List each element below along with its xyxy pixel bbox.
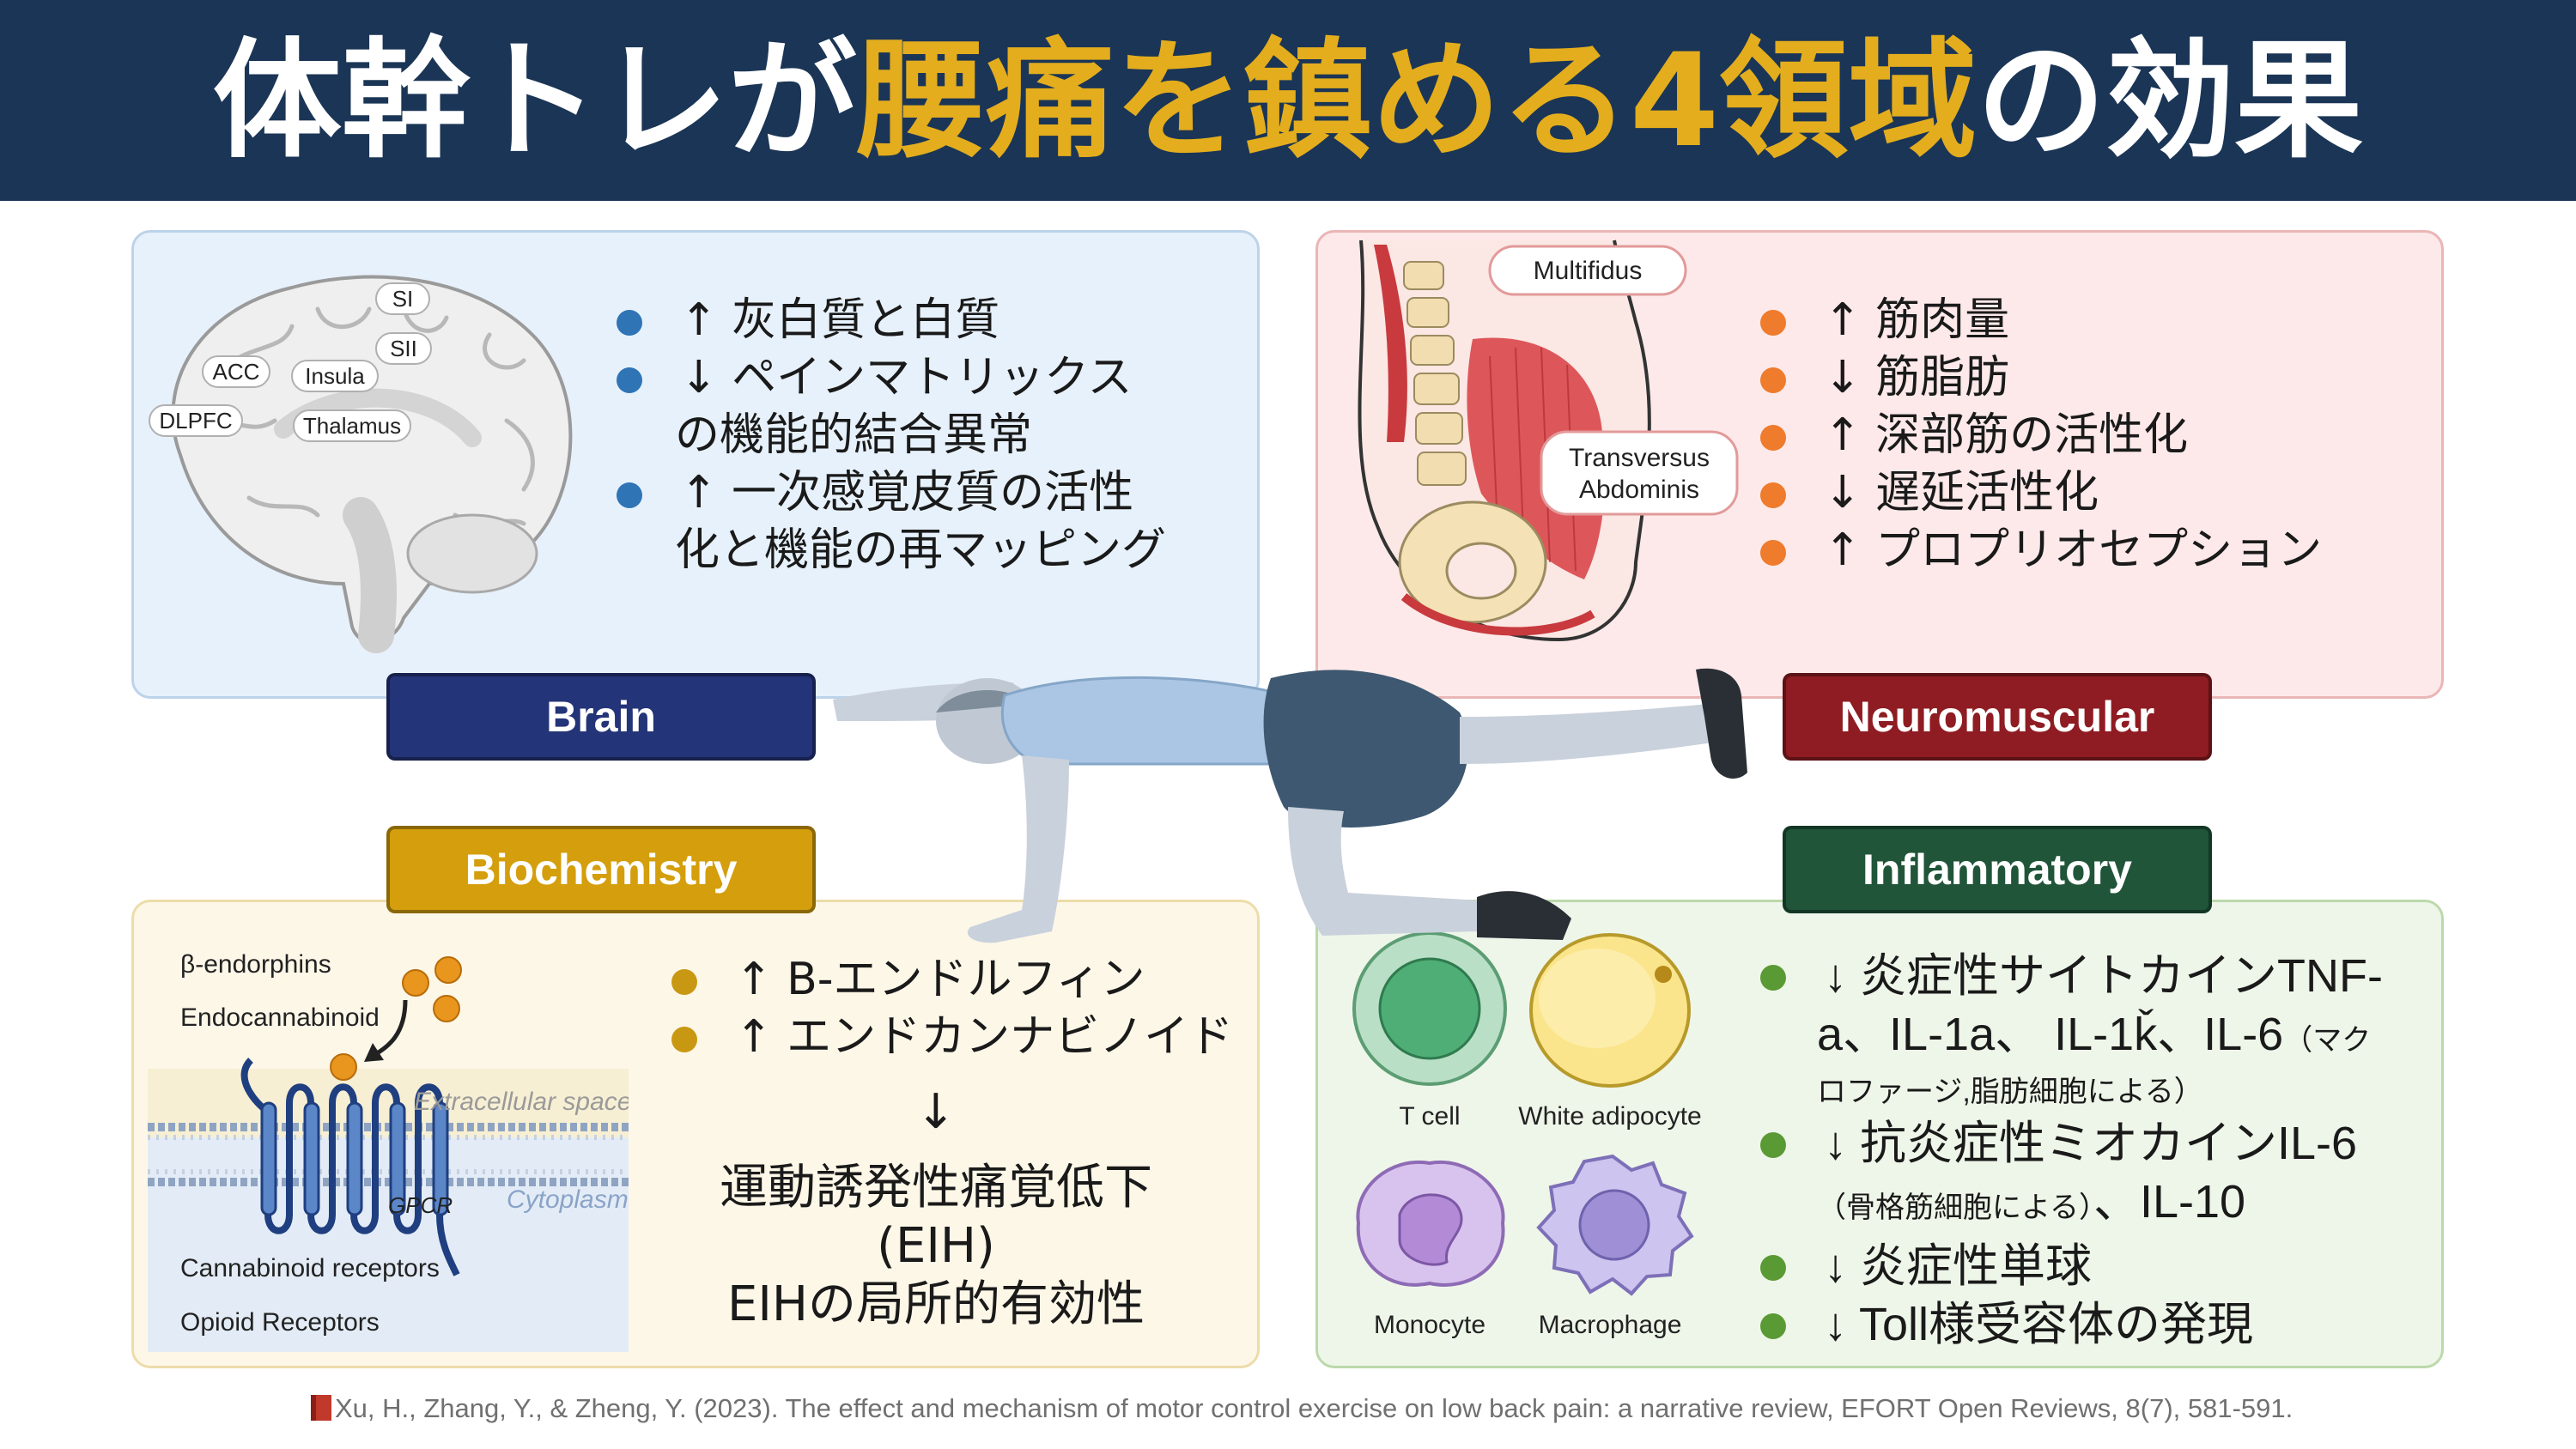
brain-effects-list: ↑ 灰白質と白質 ↓ ペインマトリックス の機能的結合異常 ↑ 一次感覚皮質の活… (615, 292, 1166, 579)
transversus-muscle (1467, 337, 1605, 579)
multifidus-muscle (1374, 245, 1407, 442)
title-part-1: 体幹トレが (212, 27, 857, 176)
eih-line-3: EIHの局所的有効性 (726, 1276, 1145, 1332)
spine-muscle-illustration: Multifidus Transversus Abdominis (1358, 239, 1739, 642)
brain-label: Brain (386, 673, 816, 761)
infl-item-1-cont: a、IL-1a、 IL-1ǩ、IL-6（マク (1817, 1009, 2372, 1060)
infl-item-4: ↓ Toll様受容体の発現 (1759, 1295, 2383, 1354)
infl-item-2-cont: （骨格筋細胞による）、IL-10 (1817, 1176, 2246, 1228)
title-part-3: の効果 (1977, 27, 2364, 176)
header-banner: 体幹トレが腰痛を鎮める4領域の効果 (0, 0, 2576, 201)
infl-item-3: ↓ 炎症性単球 (1759, 1237, 2383, 1295)
bullet-dot (617, 367, 642, 393)
support-leg (1288, 807, 1571, 940)
neuro-item-3: ↑ 深部筋の活性化 (1759, 407, 2322, 464)
tag-multifidus: Multifidus (1534, 257, 1643, 285)
eih-result: 運動誘発性痛覚低下 (EIH) EIHの局所的有効性 (670, 1159, 1202, 1334)
region-thalamus: Thalamus (303, 413, 401, 439)
brainstem (343, 497, 397, 653)
label-cytoplasm: Cytoplasm (507, 1185, 629, 1214)
tag-abdominis: Abdominis (1579, 476, 1699, 504)
infl-item-1-note: ロファージ,脂肪細胞による） (1817, 1076, 2203, 1108)
bullet-dot (1760, 310, 1786, 336)
inflammatory-label: Inflammatory (1783, 826, 2212, 913)
monocyte-icon (1356, 1160, 1505, 1287)
brain-item-1: ↑ 灰白質と白質 (615, 292, 1166, 349)
neuro-item-2: ↓ 筋脂肪 (1759, 349, 2322, 407)
region-acc: ACC (213, 359, 260, 385)
shorts (1263, 670, 1468, 828)
bullet-dot (671, 969, 697, 995)
bio-item-2: ↑ エンドカンナビノイド (670, 1009, 1233, 1066)
tag-transversus: Transversus (1569, 444, 1710, 472)
t-cell-icon (1352, 931, 1507, 1086)
label-macrophage: Macrophage (1539, 1311, 1682, 1339)
bullet-dot (1760, 482, 1786, 508)
neuro-item-1: ↑ 筋肉量 (1759, 292, 2322, 349)
region-insula: Insula (305, 363, 365, 389)
page-title: 体幹トレが腰痛を鎮める4領域の効果 (0, 33, 2576, 170)
label-extracellular: Extracellular space (414, 1088, 629, 1116)
bullet-dot (671, 1027, 697, 1052)
result-arrow: ↓ (915, 1084, 957, 1140)
brain-item-3: ↑ 一次感覚皮質の活性 (615, 464, 1166, 522)
ligand-molecules (330, 956, 462, 1081)
eih-line-2: (EIH) (877, 1218, 995, 1274)
inflammatory-panel (1315, 900, 2444, 1368)
vertebrae (1403, 261, 1467, 486)
bullet-dot (1760, 540, 1786, 566)
title-part-2: 腰痛を鎮める4領域 (856, 27, 1978, 176)
region-si: SI (392, 286, 414, 312)
label-cannabinoid-receptors: Cannabinoid receptors (180, 1254, 440, 1282)
bullet-dot (1760, 1132, 1786, 1158)
bio-item-1: ↑ B-エンドルフィン (670, 951, 1233, 1009)
region-dlpfc: DLPFC (159, 408, 232, 433)
label-t-cell: T cell (1399, 1102, 1460, 1131)
label-white-adipocyte: White adipocyte (1518, 1102, 1701, 1131)
inflammatory-effects-list: ↓ 炎症性サイトカインTNF- a、IL-1a、 IL-1ǩ、IL-6（マク ロ… (1759, 947, 2383, 1354)
brain-item-2: ↓ ペインマトリックス (615, 349, 1166, 407)
bullet-dot (1760, 1313, 1786, 1339)
white-adipocyte-icon (1529, 933, 1691, 1088)
brain-item-2-cont: の機能的結合異常 (675, 409, 1033, 461)
extended-leg (1460, 668, 1747, 779)
shirt-torso (1000, 676, 1316, 766)
shoe-icon (1696, 668, 1747, 779)
label-endocannabinoid: Endocannabinoid (180, 1003, 380, 1032)
support-arm (967, 755, 1069, 943)
label-opioid-receptors: Opioid Receptors (180, 1308, 380, 1337)
shoe-icon (1477, 891, 1571, 940)
immune-cells-illustration: T cell White adipocyte Monocyte Macropha… (1352, 931, 1702, 1339)
bullet-dot (617, 482, 642, 508)
label-monocyte: Monocyte (1374, 1311, 1485, 1339)
biochemistry-label: Biochemistry (386, 826, 816, 913)
bullet-dot (1760, 965, 1786, 991)
macrophage-icon (1536, 1154, 1694, 1296)
bullet-dot (1760, 367, 1786, 393)
citation-footer: Xu, H., Zhang, Y., & Zheng, Y. (2023). T… (311, 1393, 2293, 1424)
bird-dog-exercise-figure (833, 668, 1747, 943)
label-gpcr: GPCR (388, 1192, 453, 1218)
brain-illustration: SI SII ACC Insula DLPFC Thalamus (149, 275, 573, 653)
receptor-membrane-illustration: β-endorphins Endocannabinoid Extracellul… (148, 950, 629, 1352)
eih-line-1: 運動誘発性痛覚低下 (720, 1160, 1152, 1216)
neuro-item-5: ↑ プロプリオセプション (1759, 522, 2322, 579)
neuromuscular-label: Neuromuscular (1783, 673, 2212, 761)
neuro-item-4: ↓ 遅延活性化 (1759, 464, 2322, 522)
bullet-dot (1760, 425, 1786, 451)
infl-item-1: ↓ 炎症性サイトカインTNF- (1759, 947, 2383, 1005)
bullet-dot (1760, 1255, 1786, 1281)
book-icon (311, 1395, 331, 1421)
infl-item-2: ↓ 抗炎症性ミオカインIL-6 (1759, 1114, 2383, 1173)
label-beta-endorphins: β-endorphins (180, 950, 331, 979)
region-sii: SII (390, 336, 417, 361)
bullet-dot (617, 310, 642, 336)
cerebellum (406, 513, 538, 594)
neuromuscular-effects-list: ↑ 筋肉量 ↓ 筋脂肪 ↑ 深部筋の活性化 ↓ 遅延活性化 ↑ プロプリオセプシ… (1759, 292, 2322, 579)
biochemistry-effects-list: ↑ B-エンドルフィン ↑ エンドカンナビノイド (670, 951, 1233, 1066)
brain-item-3-cont: 化と機能の再マッピング (675, 524, 1167, 576)
lipid-bilayer (148, 1123, 629, 1186)
citation-text: Xu, H., Zhang, Y., & Zheng, Y. (2023). T… (335, 1393, 2293, 1423)
